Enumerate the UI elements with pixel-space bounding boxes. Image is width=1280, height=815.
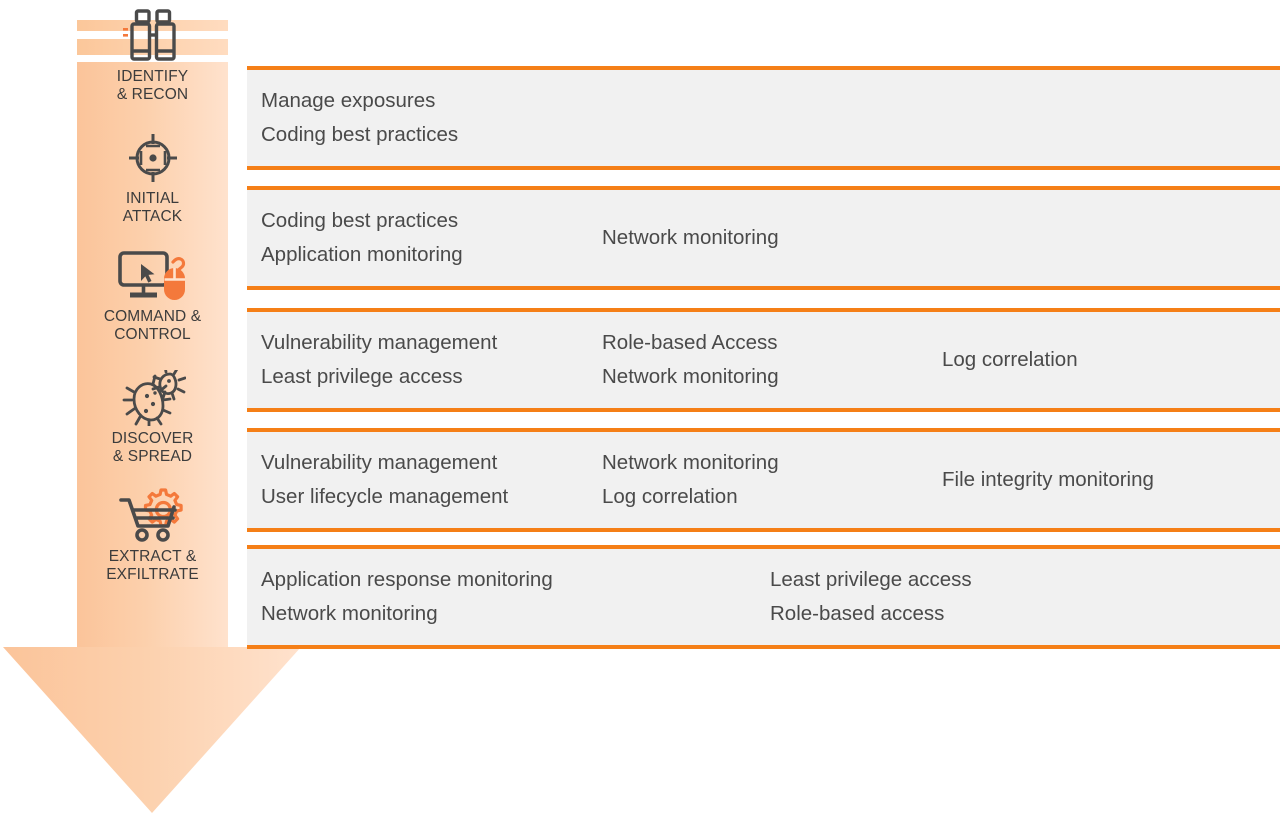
control-rows: Manage exposures Coding best practices C… (247, 0, 1280, 815)
stage-label: EXTRACT & EXFILTRATE (106, 548, 199, 583)
stage-label: DISCOVER & SPREAD (111, 430, 194, 465)
control-column: Manage exposures Coding best practices (261, 84, 458, 152)
control-item: Least privilege access (770, 568, 972, 591)
control-column: Network monitoring Log correlation (602, 446, 779, 514)
control-row-discover-spread[interactable]: Vulnerability management User lifecycle … (247, 428, 1280, 532)
control-column: Log correlation (942, 343, 1078, 377)
stage-discover-spread[interactable]: DISCOVER & SPREAD (77, 370, 228, 465)
control-item: User lifecycle management (261, 485, 509, 508)
control-item: Vulnerability management (261, 451, 498, 474)
control-item: Network monitoring (261, 602, 438, 625)
arrow-head (3, 647, 301, 813)
control-item: Application monitoring (261, 243, 463, 266)
control-column: Vulnerability management Least privilege… (261, 326, 497, 394)
bacteria-icon (77, 370, 228, 426)
stage-initial-attack[interactable]: INITIAL ATTACK (77, 130, 228, 225)
crosshair-target-icon (77, 130, 228, 186)
stage-command-control[interactable]: COMMAND & CONTROL (77, 248, 228, 343)
control-item: Vulnerability management (261, 331, 498, 354)
stage-label: COMMAND & CONTROL (103, 308, 202, 343)
control-column: File integrity monitoring (942, 463, 1154, 497)
stage-extract-exfiltrate[interactable]: EXTRACT & EXFILTRATE (77, 488, 228, 583)
control-column: Application response monitoring Network … (261, 563, 553, 631)
control-column: Least privilege access Role-based access (770, 563, 972, 631)
control-row-identify-recon[interactable]: Manage exposures Coding best practices (247, 66, 1280, 170)
control-item: Coding best practices (261, 123, 459, 146)
control-row-extract-exfiltrate[interactable]: Application response monitoring Network … (247, 545, 1280, 649)
stage-label: INITIAL ATTACK (122, 190, 183, 225)
control-column: Role-based Access Network monitoring (602, 326, 779, 394)
control-item: Network monitoring (602, 451, 779, 474)
control-item: Coding best practices (261, 209, 459, 232)
control-item: Network monitoring (602, 365, 779, 388)
control-item: Log correlation (942, 348, 1078, 371)
control-column: Coding best practices Application monito… (261, 204, 463, 272)
control-item: Log correlation (602, 485, 738, 508)
control-item: File integrity monitoring (942, 468, 1154, 491)
control-item: Application response monitoring (261, 568, 553, 591)
control-item: Role-based Access (602, 331, 778, 354)
rail-tick-top (77, 20, 228, 31)
control-column: Vulnerability management User lifecycle … (261, 446, 508, 514)
binoculars-icon (77, 8, 228, 64)
control-column: Network monitoring (602, 221, 779, 255)
stage-identify-recon[interactable]: IDENTIFY & RECON (77, 8, 228, 103)
control-item: Manage exposures (261, 89, 436, 112)
control-item: Role-based access (770, 602, 945, 625)
control-item: Least privilege access (261, 365, 463, 388)
control-row-command-control[interactable]: Vulnerability management Least privilege… (247, 308, 1280, 412)
control-row-initial-attack[interactable]: Coding best practices Application monito… (247, 186, 1280, 290)
monitor-mouse-icon (77, 248, 228, 304)
attack-lifecycle-arrow: IDENTIFY & RECON INITIAL ATTACK (0, 0, 310, 815)
control-item: Network monitoring (602, 226, 779, 249)
rail-tick-second (77, 39, 228, 55)
cart-gear-icon (77, 488, 228, 544)
stage-label: IDENTIFY & RECON (116, 68, 189, 103)
